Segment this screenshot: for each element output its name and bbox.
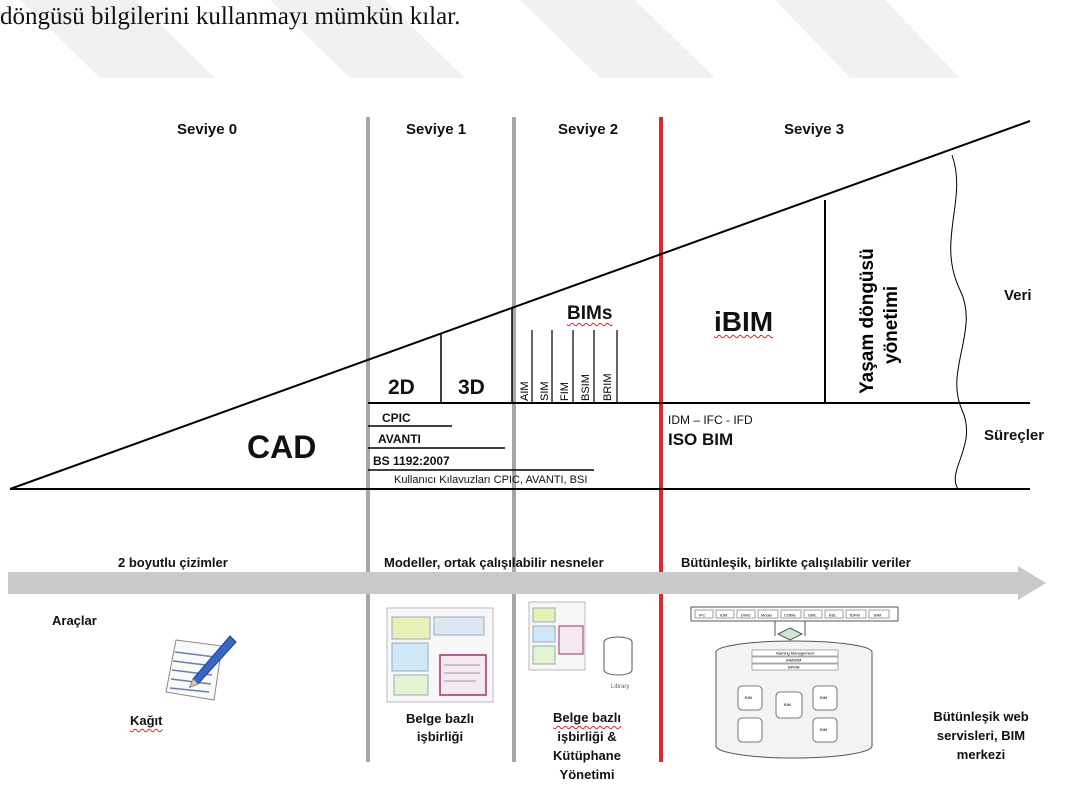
- doc-library-line2: işbirliği &: [557, 729, 617, 744]
- library-label: Library: [611, 684, 629, 690]
- web-services-line3: merkezi: [956, 747, 1006, 762]
- server-tab-label: IDFM: [850, 613, 860, 618]
- server-tab-label: BIM: [874, 613, 881, 618]
- bim-server-image: IFC IDM DWG Model COBie GML BSL IDFM BIM…: [690, 606, 899, 759]
- isobim-label: ISO BIM: [668, 430, 734, 449]
- server-drum-label: BIM: [784, 702, 791, 707]
- doc-collab-caption: Belge bazlı işbirliği: [387, 710, 493, 746]
- server-tab-label: IDM: [720, 613, 727, 618]
- doc-collab-line2: işbirliği: [416, 729, 464, 744]
- tools-title: Araçlar: [52, 613, 97, 628]
- server-tab-label: BSL: [829, 613, 837, 618]
- level-2-header: Seviye 2: [558, 121, 619, 138]
- server-row-label: Naming Management: [776, 651, 815, 656]
- lifecycle-label-line2: yönetimi: [881, 286, 902, 364]
- level-0-header: Seviye 0: [177, 121, 238, 138]
- server-drum-label: BIM: [745, 695, 752, 700]
- level-3-header: Seviye 3: [784, 121, 845, 138]
- notepad-pencil-icon: [165, 635, 237, 701]
- server-drums: [737, 685, 838, 743]
- bs1192-label: BS 1192:2007: [373, 454, 450, 468]
- lifecycle-label-line1: Yaşam döngüsü: [857, 248, 878, 394]
- 3d-label: 3D: [458, 376, 485, 399]
- doc-library-line1: Belge bazlı: [553, 710, 621, 725]
- user-guides-label: Kullanıcı Kılavuzları CPIC, AVANTI, BSI: [394, 474, 588, 486]
- progress-arrow-body: [8, 572, 1018, 594]
- wavy-edge: [950, 154, 968, 490]
- server-tab-label: DWG: [741, 613, 751, 618]
- server-row-label: BIM/BIM: [786, 658, 801, 663]
- arrow-label-integrated: Bütünleşik, birlikte çalışılabilir veril…: [681, 555, 911, 570]
- document-collab-image: [386, 607, 494, 703]
- server-drum-label: BIM: [820, 727, 827, 732]
- watermark-stripe: [20, 0, 215, 78]
- watermark-stripe: [775, 0, 960, 78]
- watermark-stripe: [520, 0, 715, 78]
- web-services-line2: servisleri, BIM: [936, 728, 1026, 743]
- cad-label: CAD: [247, 429, 317, 465]
- watermark-stripe: [270, 0, 465, 78]
- level-1-header: Seviye 1: [406, 121, 467, 138]
- doc-library-line3: Kütüphane: [553, 748, 621, 763]
- server-drum-label: BIM: [820, 695, 827, 700]
- ibim-label: iBIM: [714, 306, 774, 337]
- arrow-label-models: Modeller, ortak çalışılabilir nesneler: [384, 555, 604, 570]
- server-tab-label: Model: [761, 613, 772, 618]
- server-tab-label: GML: [808, 613, 817, 618]
- server-tab-label: COBie: [784, 613, 797, 618]
- submodel-label-bsim: BSIM: [580, 374, 592, 401]
- intro-text: döngüsü bilgilerini kullanmayı mümkün kı…: [0, 3, 461, 30]
- veri-label: Veri: [1004, 287, 1032, 304]
- server-row-label: BPMN: [788, 665, 800, 670]
- submodel-label-fim: FIM: [559, 382, 571, 401]
- submodel-label-sim: SIM: [539, 381, 551, 401]
- document-library-image: Library: [528, 601, 633, 690]
- submodel-label-aim: AIM: [519, 381, 531, 401]
- submodel-label-brim: BRIM: [602, 374, 614, 402]
- doc-library-caption: Belge bazlı işbirliği & Kütüphane Yöneti…: [535, 708, 639, 784]
- web-services-caption: Bütünleşik web servisleri, BIM merkezi: [912, 707, 1050, 764]
- paper-label: Kağıt: [130, 713, 163, 728]
- doc-library-line4: Yönetimi: [559, 767, 615, 782]
- idm-label: IDM – IFC - IFD: [668, 413, 753, 427]
- arrow-label-2d: 2 boyutlu çizimler: [118, 555, 228, 570]
- server-tabs: IFC IDM DWG Model COBie GML BSL IDFM BIM: [694, 609, 890, 619]
- web-services-line1: Bütünleşik web: [933, 709, 1029, 724]
- server-tab-label: IFC: [699, 613, 706, 618]
- doc-collab-line1: Belge bazlı: [406, 711, 474, 726]
- progress-arrow-head: [1018, 566, 1046, 600]
- avanti-label: AVANTI: [378, 432, 421, 446]
- triangle-hypotenuse: [9, 120, 1031, 490]
- 2d-label: 2D: [388, 376, 415, 399]
- surecler-label: Süreçler: [984, 427, 1045, 444]
- watermark-chevrons: [20, 0, 960, 78]
- bims-label: BIMs: [567, 303, 613, 324]
- cpic-label: CPIC: [382, 411, 411, 425]
